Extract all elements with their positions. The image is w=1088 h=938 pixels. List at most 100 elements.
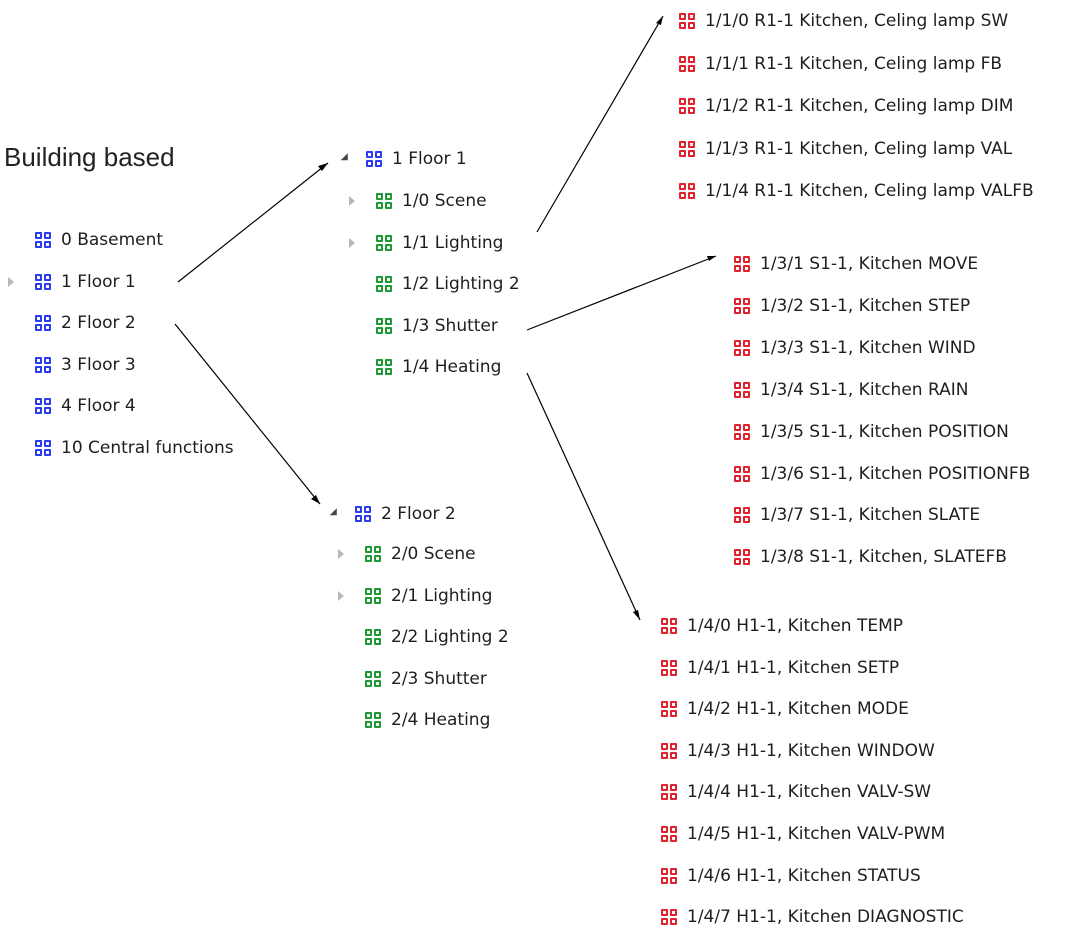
heating-address-item[interactable]: 1/4/7 H1-1, Kitchen DIAGNOSTIC — [660, 903, 964, 931]
heating-address-item[interactable]: 1/4/3 H1-1, Kitchen WINDOW — [660, 737, 935, 765]
tree-item-label: 1/1/1 R1-1 Kitchen, Celing lamp FB — [705, 53, 1003, 74]
lighting-address-item[interactable]: 1/1/2 R1-1 Kitchen, Celing lamp DIM — [678, 92, 1013, 120]
tree-item-label: 1/3 Shutter — [402, 315, 498, 336]
floor2-tree-item[interactable]: 2/0 Scene — [338, 540, 476, 568]
group-address-icon — [375, 192, 393, 210]
group-address-icon — [660, 742, 678, 760]
group-address-icon — [660, 867, 678, 885]
tree-item-label: 0 Basement — [61, 230, 164, 250]
tree-item-label: 3 Floor 3 — [61, 354, 136, 375]
shutter-address-item[interactable]: 1/3/3 S1-1, Kitchen WIND — [733, 334, 976, 362]
shutter-address-item[interactable]: 1/3/4 S1-1, Kitchen RAIN — [733, 376, 968, 404]
floor1-tree-item[interactable]: 1/0 Scene — [349, 187, 487, 215]
heating-address-item[interactable]: 1/4/6 H1-1, Kitchen STATUS — [660, 862, 921, 890]
lighting-address-item[interactable]: 1/1/1 R1-1 Kitchen, Celing lamp FB — [678, 50, 1002, 78]
tree-item-label: 1/3/6 S1-1, Kitchen POSITIONFB — [760, 463, 1031, 484]
diagram-title: Building based — [4, 142, 175, 172]
group-address-icon — [34, 231, 52, 249]
collapsed-arrow-icon[interactable] — [338, 549, 344, 559]
floor2-tree-item[interactable]: 2/2 Lighting 2 — [364, 623, 509, 651]
collapsed-arrow-icon[interactable] — [8, 276, 14, 287]
floor2-tree-item[interactable]: 2/3 Shutter — [364, 665, 487, 693]
tree-item-label: 2/1 Lighting — [391, 585, 493, 606]
group-address-icon — [364, 587, 382, 605]
floor1-tree-item[interactable]: 1/4 Heating — [375, 353, 501, 381]
tree-item-label: 2/2 Lighting 2 — [391, 627, 509, 647]
tree-item-label: 1 Floor 1 — [61, 271, 136, 292]
lighting-address-item[interactable]: 1/1/3 R1-1 Kitchen, Celing lamp VAL — [678, 135, 1012, 163]
shutter-address-item[interactable]: 1/3/5 S1-1, Kitchen POSITION — [733, 418, 1009, 446]
group-address-icon — [660, 908, 678, 926]
connector-floor2 — [174, 323, 321, 505]
heating-address-item[interactable]: 1/4/5 H1-1, Kitchen VALV-PWM — [660, 820, 945, 848]
tree-item-label: 1/4/7 H1-1, Kitchen DIAGNOSTIC — [687, 907, 964, 928]
tree-item-label: 1/4/4 H1-1, Kitchen VALV-SW — [687, 782, 932, 803]
collapsed-arrow-icon[interactable] — [349, 237, 355, 248]
group-address-icon — [354, 505, 372, 523]
group-address-icon — [375, 358, 393, 376]
heating-address-item[interactable]: 1/4/2 H1-1, Kitchen MODE — [660, 695, 909, 723]
building-tree-item[interactable]: 1 Floor 1 — [8, 268, 136, 296]
group-address-icon — [660, 659, 678, 677]
tree-item-label: 2/0 Scene — [391, 544, 476, 564]
expanded-arrow-icon[interactable] — [329, 508, 341, 519]
connector-shutter — [526, 255, 717, 331]
group-address-icon — [733, 339, 751, 357]
tree-item-label: 1 Floor 1 — [392, 149, 467, 169]
building-tree-item[interactable]: 10 Central functions — [34, 434, 234, 462]
group-address-icon — [733, 297, 751, 315]
tree-item-label: 1/4/0 H1-1, Kitchen TEMP — [687, 616, 904, 636]
heating-address-item[interactable]: 1/4/0 H1-1, Kitchen TEMP — [660, 612, 903, 640]
floor2-header[interactable]: 2 Floor 2 — [329, 500, 456, 528]
floor2-tree-item[interactable]: 2/1 Lighting — [338, 582, 493, 610]
group-address-icon — [364, 670, 382, 688]
floor2-tree-item[interactable]: 2/4 Heating — [364, 706, 490, 734]
floor1-tree-item[interactable]: 1/3 Shutter — [375, 312, 498, 340]
group-address-icon — [660, 783, 678, 801]
tree-item-label: 1/4 Heating — [402, 357, 502, 377]
tree-item-label: 1/3/4 S1-1, Kitchen RAIN — [760, 379, 969, 400]
heating-address-item[interactable]: 1/4/1 H1-1, Kitchen SETP — [660, 654, 899, 682]
group-address-icon — [34, 397, 52, 415]
shutter-address-item[interactable]: 1/3/6 S1-1, Kitchen POSITIONFB — [733, 460, 1030, 488]
tree-item-label: 2 Floor 2 — [381, 504, 456, 524]
building-tree-item[interactable]: 4 Floor 4 — [34, 392, 136, 420]
connector-lighting — [536, 15, 664, 233]
tree-item-label: 1/3/1 S1-1, Kitchen MOVE — [760, 254, 979, 274]
floor1-header[interactable]: 1 Floor 1 — [340, 145, 467, 173]
building-tree-item[interactable]: 3 Floor 3 — [34, 351, 136, 379]
group-address-icon — [678, 97, 696, 115]
shutter-address-item[interactable]: 1/3/7 S1-1, Kitchen SLATE — [733, 501, 980, 529]
group-address-icon — [678, 12, 696, 30]
shutter-address-item[interactable]: 1/3/1 S1-1, Kitchen MOVE — [733, 250, 978, 278]
tree-item-label: 10 Central functions — [61, 438, 234, 458]
group-address-icon — [375, 275, 393, 293]
tree-item-label: 2/4 Heating — [391, 710, 491, 730]
floor1-tree-item[interactable]: 1/1 Lighting — [349, 229, 503, 257]
tree-item-label: 1/4/2 H1-1, Kitchen MODE — [687, 699, 909, 720]
group-address-icon — [678, 140, 696, 158]
group-address-icon — [375, 234, 393, 252]
lighting-address-item[interactable]: 1/1/4 R1-1 Kitchen, Celing lamp VALFB — [678, 177, 1034, 205]
floor1-tree-item[interactable]: 1/2 Lighting 2 — [375, 270, 520, 298]
collapsed-arrow-icon[interactable] — [338, 590, 344, 601]
shutter-address-item[interactable]: 1/3/8 S1-1, Kitchen, SLATEFB — [733, 543, 1007, 571]
tree-item-label: 1/4/1 H1-1, Kitchen SETP — [687, 657, 900, 678]
building-tree-item[interactable]: 0 Basement — [34, 226, 163, 254]
shutter-address-item[interactable]: 1/3/2 S1-1, Kitchen STEP — [733, 292, 970, 320]
tree-item-label: 2 Floor 2 — [61, 313, 136, 334]
tree-item-label: 1/4/5 H1-1, Kitchen VALV-PWM — [687, 824, 946, 844]
heating-address-item[interactable]: 1/4/4 H1-1, Kitchen VALV-SW — [660, 778, 931, 806]
collapsed-arrow-icon[interactable] — [349, 196, 355, 206]
tree-item-label: 1/3/8 S1-1, Kitchen, SLATEFB — [760, 547, 1007, 568]
group-address-icon — [364, 545, 382, 563]
tree-item-label: 1/4/3 H1-1, Kitchen WINDOW — [687, 740, 935, 761]
expanded-arrow-icon[interactable] — [340, 153, 352, 164]
group-address-icon — [660, 825, 678, 843]
group-address-icon — [34, 356, 52, 374]
building-tree-item[interactable]: 2 Floor 2 — [34, 309, 136, 337]
lighting-address-item[interactable]: 1/1/0 R1-1 Kitchen, Celing lamp SW — [678, 7, 1008, 35]
group-address-icon — [660, 617, 678, 635]
group-address-icon — [733, 548, 751, 566]
group-address-icon — [34, 314, 52, 332]
